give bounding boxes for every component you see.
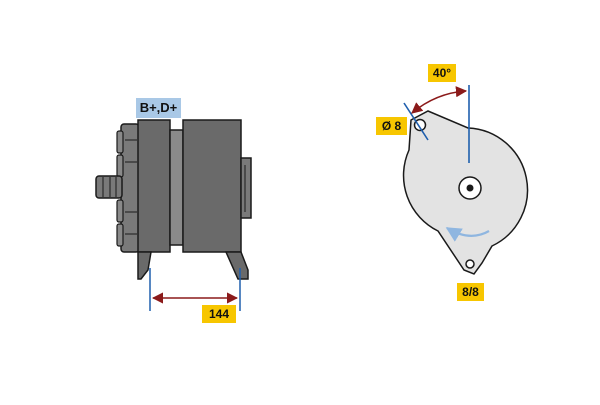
alternator-front-view xyxy=(402,85,529,275)
rotation-arrow xyxy=(445,227,490,242)
angle-arc xyxy=(411,86,468,114)
angle-label: 40° xyxy=(428,64,456,82)
bottom-mount-hole xyxy=(465,259,475,269)
shaft-center xyxy=(466,184,474,192)
main-housing xyxy=(137,119,252,253)
alternator-side-view xyxy=(95,119,252,311)
terminals-label: B+,D+ xyxy=(136,98,181,118)
rear-end-cap xyxy=(116,123,140,253)
hole-diameter-label: Ø 8 xyxy=(376,117,407,135)
length-label: 144 xyxy=(202,305,236,323)
angle-reference-line xyxy=(403,102,429,141)
terminal-stud xyxy=(95,175,123,199)
mounting-feet xyxy=(137,251,249,280)
mount-label: 8/8 xyxy=(457,283,484,301)
length-dimension xyxy=(149,268,241,311)
